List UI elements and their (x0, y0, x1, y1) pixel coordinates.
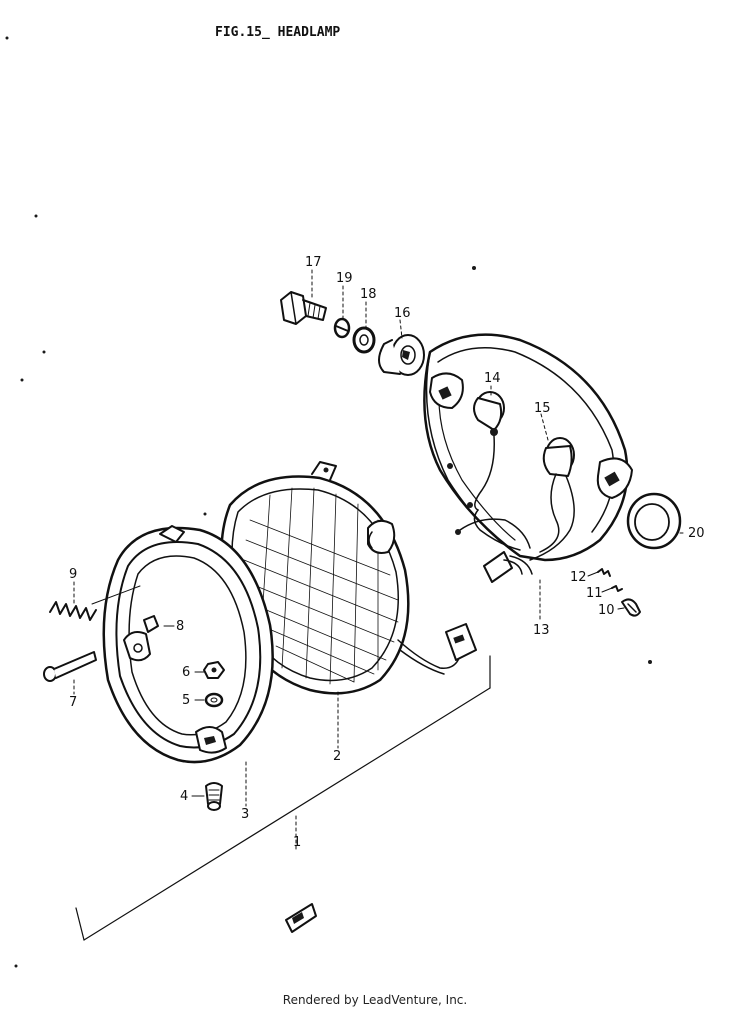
part-15-socket (529, 437, 575, 561)
callout-18: 18 (360, 287, 377, 302)
callout-1: 1 (293, 835, 301, 850)
part-19-lock-washer (333, 317, 351, 339)
part-5-washer (204, 692, 224, 708)
part-20-grommet (626, 492, 682, 550)
part-6-nut (203, 661, 225, 679)
part-9-spring (49, 585, 141, 621)
front-arrow-icon (285, 903, 317, 933)
callout-14: 14 (484, 371, 501, 386)
part-11-washer (611, 585, 623, 592)
part-10-screw (621, 598, 641, 617)
part-8-nut (143, 615, 159, 633)
callout-12: 12 (570, 570, 587, 585)
callout-16: 16 (394, 306, 411, 321)
footer-credit: Rendered by LeadVenture, Inc. (283, 993, 467, 1007)
print-specks (5, 36, 652, 968)
callout-7: 7 (69, 695, 77, 710)
callout-17: 17 (305, 255, 322, 270)
callout-6: 6 (182, 665, 190, 680)
figure-title: FIG.15_ HEADLAMP (215, 25, 340, 40)
callout-5: 5 (182, 693, 190, 708)
part-3-headlamp-rim (102, 525, 274, 764)
callout-10: 10 (598, 603, 615, 618)
callout-11: 11 (586, 586, 603, 601)
part-16-cushion (378, 334, 425, 376)
part-18-washer (352, 326, 376, 354)
part-17-bolt (280, 291, 327, 325)
leader-lines (73, 269, 687, 941)
callout-9: 9 (69, 567, 77, 582)
callout-2: 2 (333, 749, 341, 764)
callout-19: 19 (336, 271, 353, 286)
part-12-spring (597, 568, 611, 577)
part-14-socket (473, 391, 505, 511)
callout-3: 3 (241, 807, 249, 822)
part-4-screw (205, 782, 223, 811)
callout-4: 4 (180, 789, 188, 804)
callout-20: 20 (688, 526, 705, 541)
part-7-screw (43, 651, 97, 682)
part-13-headlamp-housing (423, 333, 633, 562)
callout-8: 8 (176, 619, 184, 634)
wiring-harness (455, 509, 533, 583)
callout-13: 13 (533, 623, 550, 638)
callout-15: 15 (534, 401, 551, 416)
